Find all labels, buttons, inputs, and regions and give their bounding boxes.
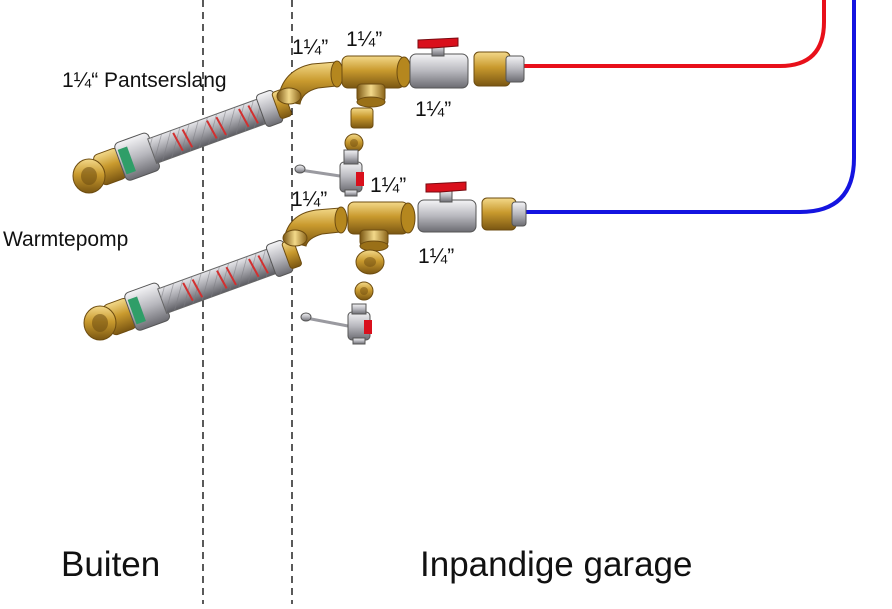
return-pipe bbox=[524, 0, 856, 214]
flex-hose-icon bbox=[103, 239, 302, 336]
pantserslang-label: 1¼“ Pantserslang bbox=[62, 69, 227, 92]
drain-valve-icon bbox=[300, 303, 372, 345]
tee-size-label-top: 1¼” bbox=[346, 28, 383, 51]
brass-elbow-icon bbox=[276, 60, 344, 105]
ball-valve-icon bbox=[409, 37, 469, 89]
brass-tee-icon bbox=[347, 201, 416, 252]
tee-size-label-bottom: 1¼” bbox=[370, 174, 407, 197]
supply-pipe bbox=[524, 0, 826, 68]
hex-nut-icon bbox=[83, 305, 117, 341]
buiten-label: Buiten bbox=[61, 545, 161, 584]
elbow-size-label-bottom: 1¼” bbox=[291, 188, 328, 211]
reducer-icon bbox=[354, 249, 385, 301]
ball-valve-icon bbox=[417, 181, 477, 233]
elbow-size-label-top: 1¼” bbox=[292, 36, 329, 59]
reducer-icon bbox=[344, 107, 374, 153]
flex-hose-icon bbox=[93, 89, 292, 186]
inpandige-garage-label: Inpandige garage bbox=[420, 545, 693, 584]
pipe-adapter-icon bbox=[473, 51, 525, 87]
brass-elbow-icon bbox=[282, 206, 348, 247]
pipe-adapter-icon bbox=[481, 197, 527, 231]
valve-size-label-bottom: 1¼” bbox=[418, 245, 455, 268]
valve-size-label-top: 1¼” bbox=[415, 98, 452, 121]
drain-valve-icon bbox=[294, 149, 364, 197]
brass-tee-icon bbox=[341, 55, 412, 108]
warmtepomp-label: Warmtepomp bbox=[3, 228, 129, 251]
hex-nut-icon bbox=[72, 158, 106, 194]
